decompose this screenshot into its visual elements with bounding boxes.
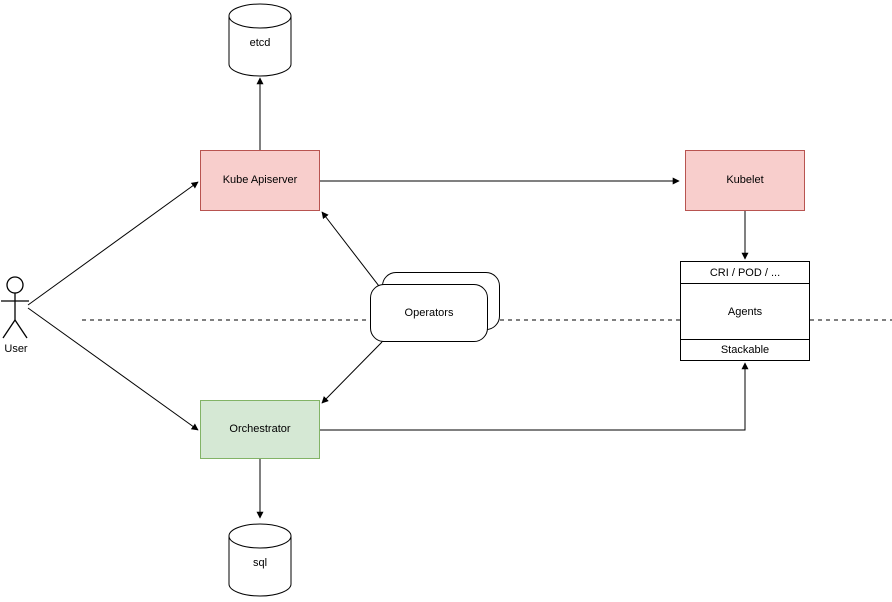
user-actor[interactable]: User [0, 275, 40, 365]
database-cylinder-icon [228, 3, 292, 77]
orchestrator-node[interactable]: Orchestrator [200, 400, 320, 459]
orchestrator-label: Orchestrator [229, 422, 291, 435]
kube-apiserver-label: Kube Apiserver [222, 173, 298, 186]
kube-apiserver-node[interactable]: Kube Apiserver [200, 150, 320, 211]
operators-card-front: Operators [370, 284, 488, 342]
agents-cri-pod-label: CRI / POD / ... [709, 266, 781, 279]
etcd-cylinder-label: etcd [249, 37, 271, 49]
sql-cylinder-label: sql [252, 557, 268, 569]
kubelet-node[interactable]: Kubelet [685, 150, 805, 211]
operators-label: Operators [404, 307, 454, 319]
operators-node[interactable]: Operators [370, 272, 500, 342]
agents-main-label: Agents [727, 305, 763, 318]
kubelet-label: Kubelet [726, 173, 764, 186]
agents-main-row[interactable]: Agents [681, 284, 809, 339]
edge-user-to-kube-apiserver [27, 181, 199, 306]
user-actor-label: User [4, 343, 28, 355]
database-cylinder-icon [228, 523, 292, 597]
sql-cylinder[interactable]: sql [228, 523, 292, 597]
etcd-cylinder[interactable]: etcd [228, 3, 292, 77]
edge-user-to-orchestrator [27, 307, 199, 431]
edge-operators-to-kube-apiserver [321, 211, 383, 291]
agents-stackable-label: Stackable [720, 344, 770, 356]
user-actor-icon [1, 276, 29, 339]
edge-orchestrator-to-stackable [320, 362, 749, 431]
edge-operators-to-orchestrator [321, 341, 383, 404]
agents-composite[interactable]: CRI / POD / ... Agents Stackable [680, 261, 810, 361]
agents-stackable-row[interactable]: Stackable [681, 339, 809, 360]
agents-cri-pod-row[interactable]: CRI / POD / ... [681, 262, 809, 284]
